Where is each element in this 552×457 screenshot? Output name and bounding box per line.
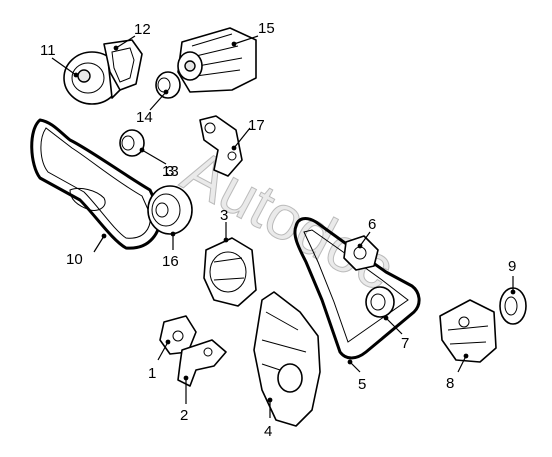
timing-belt-5 xyxy=(293,217,421,360)
callout-17: 17 xyxy=(248,117,265,134)
callout-numbers: 1 2 3 3 4 5 6 7 8 9 10 11 12 13 14 15 16… xyxy=(40,20,516,440)
callout-9: 9 xyxy=(508,258,516,275)
callout-3-lower: 3 xyxy=(220,207,228,224)
outlet-2 xyxy=(177,339,227,387)
roller-14 xyxy=(155,71,181,99)
leader-lines xyxy=(51,35,516,418)
timing-cover-4 xyxy=(253,291,321,427)
callout-12: 12 xyxy=(134,21,151,38)
crank-pulley-16 xyxy=(147,185,193,235)
vacuum-pump-3 xyxy=(203,237,257,307)
callout-8: 8 xyxy=(446,375,454,392)
callout-15: 15 xyxy=(258,20,275,37)
callout-16: 16 xyxy=(162,253,179,270)
callout-5: 5 xyxy=(358,376,366,393)
roller-13 xyxy=(119,129,145,157)
callout-4: 4 xyxy=(264,423,272,440)
callout-6: 6 xyxy=(368,216,376,233)
callout-7: 7 xyxy=(401,335,409,352)
callout-1: 1 xyxy=(148,365,156,382)
callout-3-upper: 3 xyxy=(166,163,174,180)
callout-14: 14 xyxy=(136,109,153,126)
callout-13: 13 xyxy=(162,163,179,180)
tensioner-6 xyxy=(343,235,379,271)
callout-10: 10 xyxy=(66,251,83,268)
idler-pulley-7 xyxy=(365,286,395,318)
fuel-pump-8 xyxy=(439,299,497,363)
pump-pulley-9 xyxy=(499,287,527,325)
callout-11: 11 xyxy=(40,42,56,59)
bracket-17 xyxy=(199,115,243,177)
alternator-15 xyxy=(177,27,257,93)
callout-2: 2 xyxy=(180,407,188,424)
ribbed-belt-10 xyxy=(30,118,162,250)
gasket-12 xyxy=(103,39,143,91)
